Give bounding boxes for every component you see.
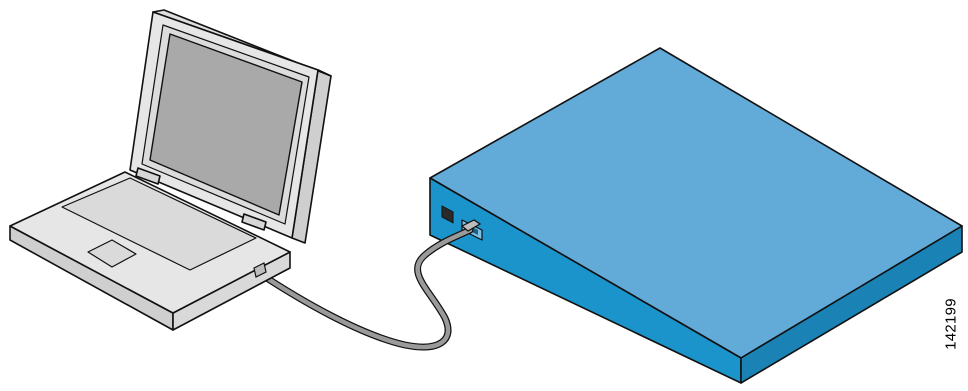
laptop-icon [9,9,332,331]
power-switch-icon [441,205,454,224]
laptop-keyboard [61,177,257,271]
network-appliance-icon [429,47,963,384]
laptop-port-icon [253,262,267,278]
appliance-right-face [740,225,963,384]
console-cable [255,226,474,351]
laptop-screen [149,33,303,216]
appliance-top-face [429,47,963,359]
cable-plug-appliance [460,219,482,232]
laptop-touchpad [87,239,137,268]
figure-number-label: 142199 [942,298,960,350]
